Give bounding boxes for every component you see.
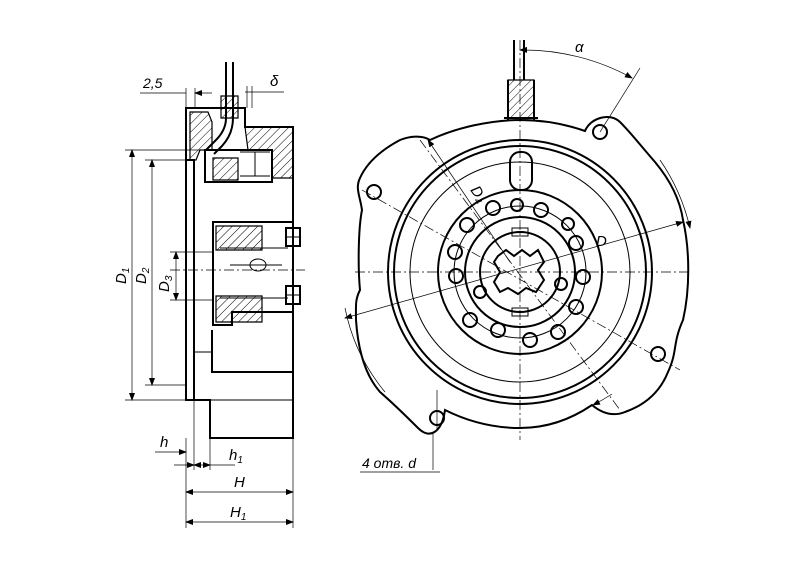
- coil-winding: [212, 157, 239, 181]
- label-D1: D1: [113, 268, 132, 284]
- label-D3: D3: [156, 275, 175, 292]
- outer-flange: [354, 116, 690, 435]
- label-D: D: [596, 233, 607, 250]
- label-2-5: 2,5: [142, 75, 163, 91]
- label-H: H: [234, 474, 245, 491]
- mount-hole-l: [366, 184, 382, 200]
- housing-outline: [185, 107, 294, 439]
- label-h: h: [160, 434, 168, 451]
- side-section-view: 2,5 δ D1 D2 D3 h h1 H H1: [113, 62, 305, 528]
- coil-body: [204, 149, 273, 183]
- label-delta: δ: [270, 73, 279, 90]
- label-H1: H1: [230, 504, 246, 523]
- mount-hole-r: [650, 346, 666, 362]
- lead-slot: [509, 151, 533, 191]
- label-alpha: α: [575, 39, 584, 56]
- label-h1: h1: [229, 447, 243, 466]
- label-D2: D2: [133, 267, 152, 284]
- front-view: α D4 D 4 отв. d: [344, 39, 692, 473]
- mount-hole-tr: [592, 124, 608, 140]
- label-holes: 4 отв. d: [362, 455, 417, 471]
- bolt-holes-ring: [447, 198, 591, 348]
- hatched-flange-top: [189, 111, 213, 161]
